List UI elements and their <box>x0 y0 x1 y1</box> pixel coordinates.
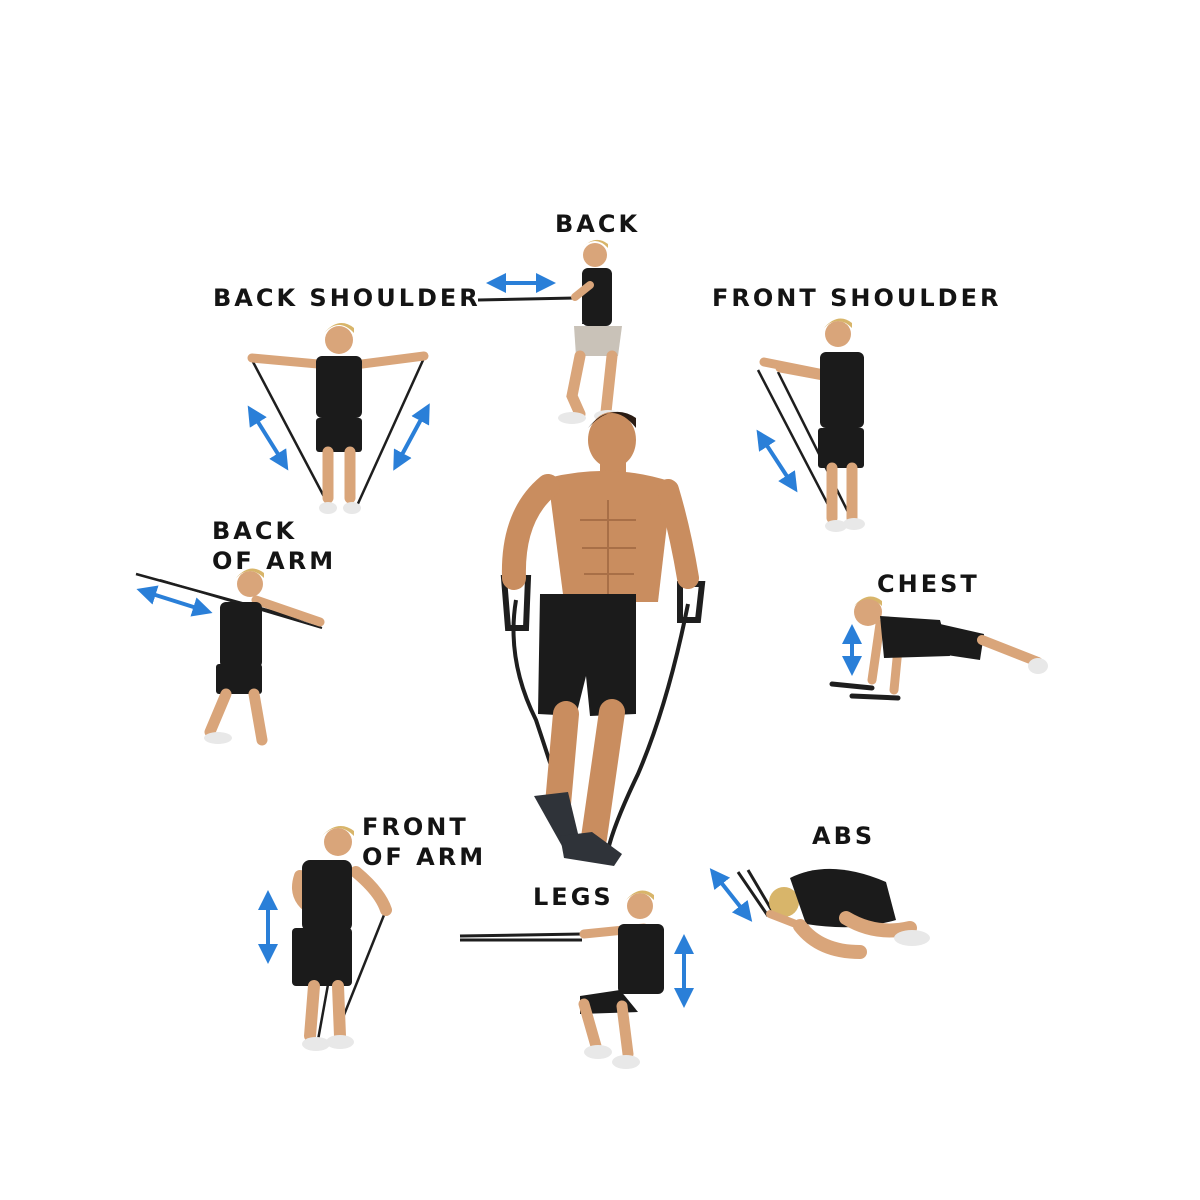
label-front-of-arm-line-2: OF ARM <box>362 843 487 871</box>
double-arrow-icon <box>393 403 430 471</box>
double-arrow-icon <box>756 429 798 493</box>
label-front-of-arm: FRONT OF ARM <box>362 812 486 872</box>
label-back-of-arm: BACK OF ARM <box>212 516 336 576</box>
label-back-of-arm-line-1: BACK <box>212 517 298 545</box>
figure-front-of-arm <box>258 826 392 1051</box>
label-back-shoulder: BACK SHOULDER <box>213 284 481 312</box>
label-chest: CHEST <box>877 570 980 598</box>
figure-back <box>477 239 622 424</box>
label-legs: LEGS <box>533 883 614 911</box>
double-arrow-icon <box>136 585 213 617</box>
figure-chest <box>829 596 1048 701</box>
label-back-of-arm-line-2: OF ARM <box>212 547 337 575</box>
figure-back-of-arm <box>135 568 325 746</box>
label-front-of-arm-line-1: FRONT <box>362 813 469 841</box>
figure-front-shoulder <box>756 318 865 532</box>
label-abs: ABS <box>812 822 876 850</box>
label-front-shoulder: FRONT SHOULDER <box>712 284 1002 312</box>
figure-center-model <box>500 411 706 866</box>
label-back: BACK <box>555 210 641 238</box>
double-arrow-icon <box>709 868 753 922</box>
figure-abs <box>709 868 930 959</box>
figure-legs <box>459 890 694 1069</box>
double-arrow-icon <box>247 405 289 471</box>
figure-back-shoulder <box>247 323 430 514</box>
